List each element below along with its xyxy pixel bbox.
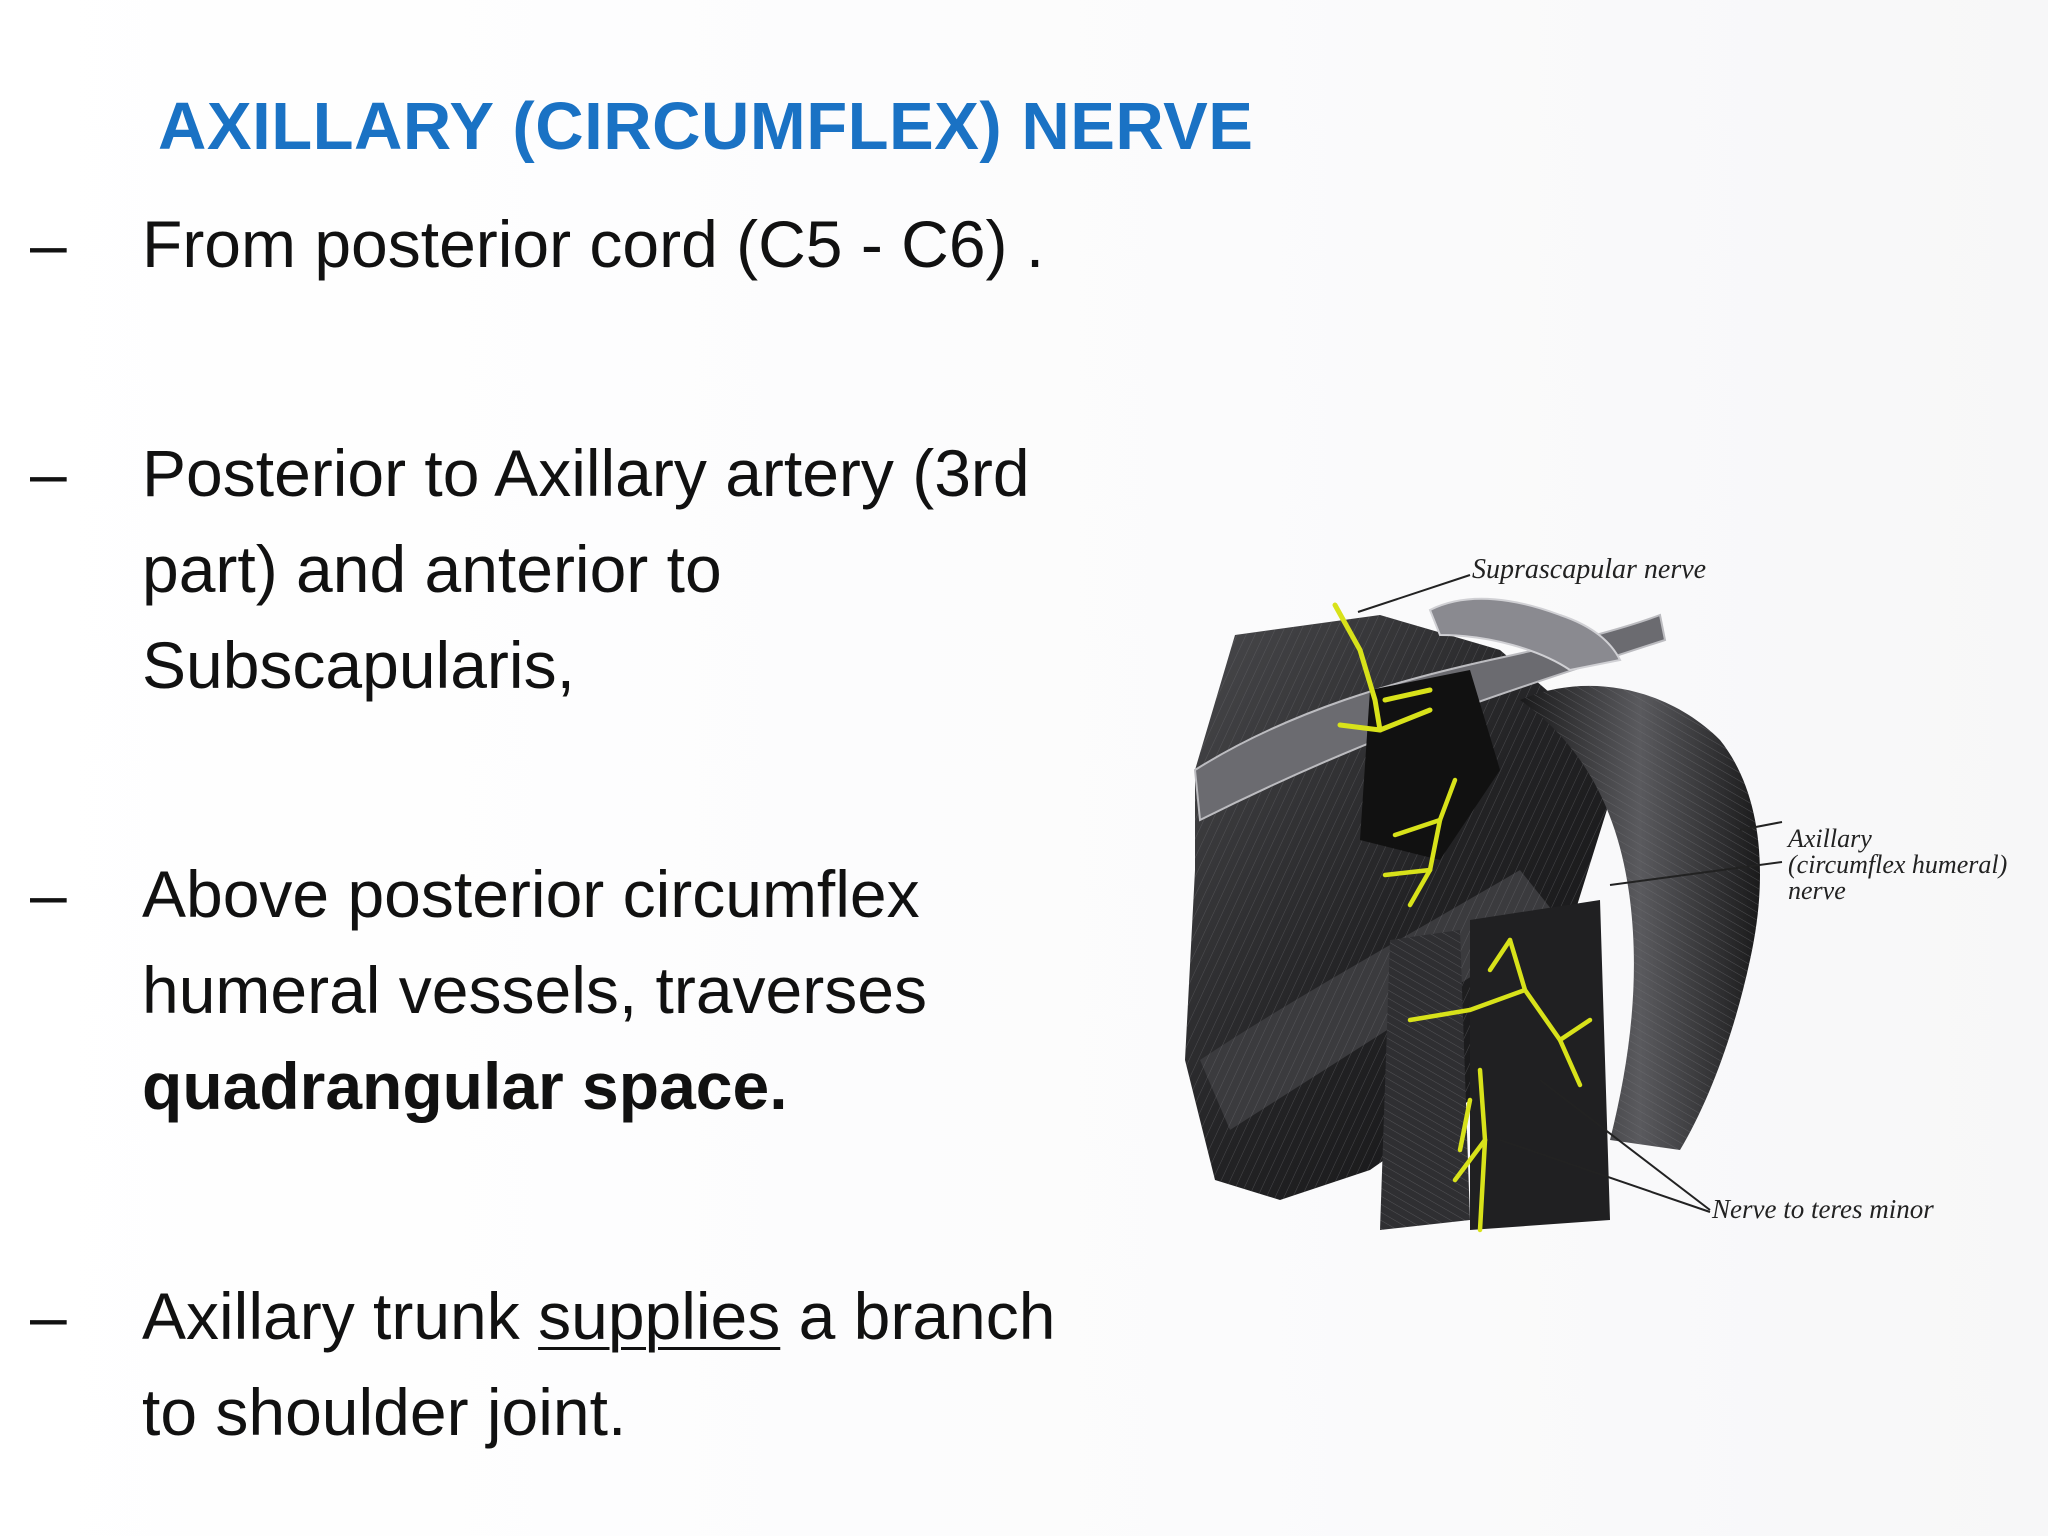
bullet-text: Above posterior circumflex humeral vesse…	[142, 846, 1182, 1134]
bullet-line: Above posterior circumflex	[142, 857, 920, 931]
shoulder-illustration	[1185, 574, 1783, 1233]
deltoid-muscle	[1520, 685, 1760, 1150]
label-axillary-nerve: Axillary (circumflex humeral) nerve	[1788, 826, 2007, 904]
bullet-dash: –	[30, 1279, 67, 1353]
bullet-text: Posterior to Axillary artery (3rd part) …	[142, 425, 1182, 713]
bullet-dash: –	[30, 436, 67, 510]
bullet-text: From posterior cord (C5 - C6) .	[142, 196, 1182, 292]
humerus-region	[1470, 900, 1610, 1230]
triceps-long-head	[1380, 930, 1470, 1230]
bullet-line: Subscapularis,	[142, 628, 575, 702]
quadrangular-space	[1360, 670, 1500, 860]
bullet-line: humeral vessels, traverses	[142, 953, 927, 1027]
bullet-line: Axillary trunk supplies a branch	[142, 1268, 1182, 1364]
underlined-word: supplies	[538, 1279, 781, 1353]
slide-title: AXILLARY (CIRCUMFLEX) NERVE	[158, 89, 1254, 164]
bullet-line: From posterior cord (C5 - C6) .	[142, 207, 1045, 281]
label-leaders	[1357, 574, 1783, 1213]
bullet-text-pre: Axillary trunk	[142, 1279, 539, 1353]
suprascapular-nerve	[1332, 602, 1433, 733]
acromion	[1428, 597, 1622, 672]
label-suprascapular-nerve: Suprascapular nerve	[1472, 554, 1707, 585]
bullet-text: Axillary trunk supplies a branch to shou…	[142, 1268, 1182, 1460]
bullet-line: part) and anterior to	[142, 532, 722, 606]
label-axillary-line-2: (circumflex humeral)	[1788, 850, 2008, 879]
bullet-line: to shoulder joint.	[142, 1375, 627, 1449]
bullet-line-bold: quadrangular space.	[142, 1049, 788, 1123]
label-nerve-to-teres-minor: Nerve to teres minor	[1712, 1194, 1934, 1224]
bullet-line: Posterior to Axillary artery (3rd	[142, 436, 1030, 510]
shoulder-anatomy-figure: Suprascapular nerve Axillary (circumflex…	[1140, 540, 2040, 1260]
bullet-text-post: a branch	[780, 1279, 1056, 1353]
bullet-dash: –	[30, 857, 67, 931]
bullet-dash: –	[30, 207, 67, 281]
axillary-nerve	[1382, 777, 1593, 1233]
label-axillary-line-3: nerve	[1788, 876, 1846, 905]
label-axillary-line-1: Axillary	[1788, 824, 1872, 853]
